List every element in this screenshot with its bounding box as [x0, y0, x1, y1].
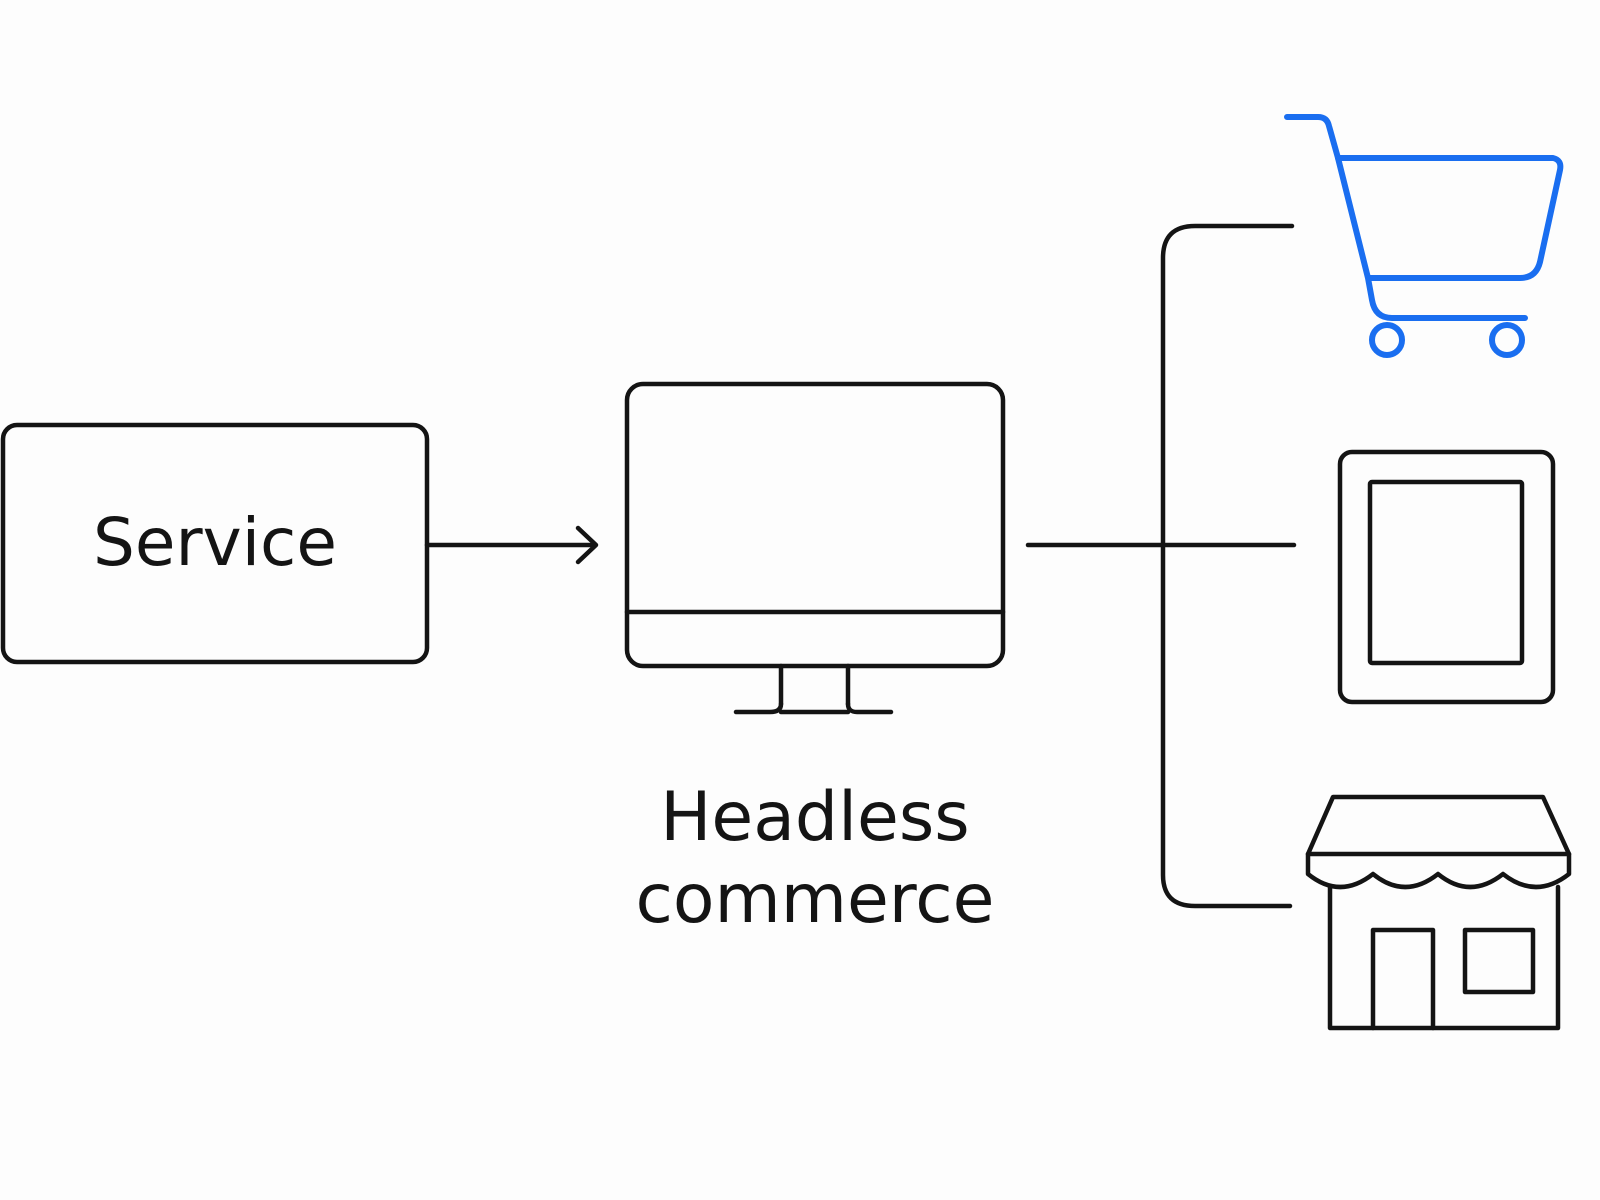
channel-connector	[1025, 223, 1297, 909]
storefront-icon	[1305, 794, 1572, 1031]
headless-commerce-label: Headless commerce	[636, 778, 995, 939]
service-node: Service	[0, 422, 430, 665]
desktop-monitor-icon	[624, 381, 1006, 715]
service-label: Service	[93, 504, 337, 581]
shopping-cart-icon	[1284, 114, 1564, 358]
center-label-line-1: Headless	[660, 778, 969, 857]
arrow-head-icon	[575, 525, 599, 565]
service-to-platform-arrow	[424, 525, 599, 565]
center-label-line-2: commerce	[636, 860, 995, 939]
tablet-icon	[1337, 449, 1556, 705]
